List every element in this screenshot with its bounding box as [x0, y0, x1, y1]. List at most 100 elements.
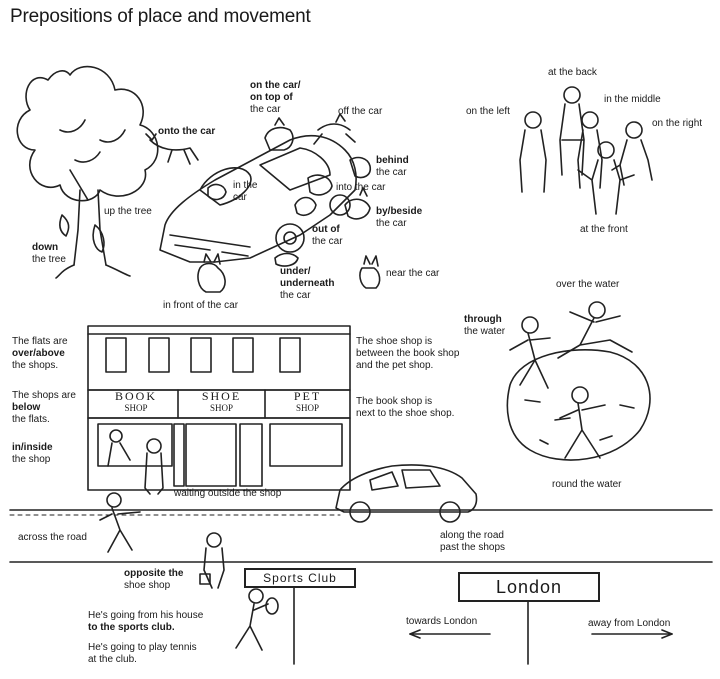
label-between: The shoe shop is between the book shop a… — [356, 336, 459, 372]
label-off-car: off the car — [338, 106, 382, 118]
pet-shop-sign-line2: SHOP — [295, 403, 319, 413]
label-waiting-text: waiting outside the shop — [174, 488, 282, 499]
label-down-line2: the tree — [32, 254, 66, 265]
cat-onto-car — [145, 133, 199, 165]
label-along-line2: past the shops — [440, 542, 506, 553]
label-shops-below: The shops are below the flats. — [12, 390, 76, 426]
label-in-middle-text: in the middle — [604, 94, 661, 105]
label-play-tennis: He's going to play tennis at the club. — [88, 642, 197, 666]
label-under-line3: the car — [280, 290, 311, 301]
shoe-shop-sign: SHOE SHOP — [178, 390, 265, 418]
book-shop-sign: BOOK SHOP — [94, 390, 178, 418]
label-off-car-text: off the car — [338, 106, 383, 117]
building-drawing — [87, 325, 351, 495]
cat-behind-car — [349, 156, 372, 179]
label-in-front-text: in front of the car — [163, 300, 239, 311]
label-under-car: under/ underneath the car — [280, 266, 334, 302]
label-flats-over: The flats are over/above the shops. — [12, 336, 68, 372]
label-behind-line1: behind — [376, 155, 409, 166]
label-on-right: on the right — [652, 118, 702, 130]
cat-by-car — [344, 187, 371, 220]
label-towards-london: towards London — [406, 616, 477, 628]
london-sign-text: London — [495, 577, 563, 597]
sports-club-sign-text: Sports Club — [263, 571, 337, 585]
pet-shop-sign: PET SHOP — [265, 390, 350, 418]
label-in-car: in the car — [233, 180, 257, 204]
label-by-car: by/beside the car — [376, 206, 422, 230]
cat-in-car — [207, 183, 227, 201]
label-along-line1: along the road — [440, 530, 504, 541]
label-in-middle: in the middle — [604, 94, 661, 106]
label-at-back-text: at the back — [548, 67, 597, 78]
label-out-line2: the car — [312, 236, 343, 247]
label-away-text: away from London — [588, 618, 671, 629]
label-inside-line2: the shop — [12, 454, 51, 465]
label-on-right-text: on the right — [652, 118, 703, 129]
label-onto-car-text: onto the car — [158, 126, 216, 137]
label-away-from-london: away from London — [588, 618, 670, 630]
cat-near-car — [359, 255, 381, 289]
label-through-water: through the water — [464, 314, 505, 338]
label-between-line2: between the book shop — [356, 348, 460, 359]
cat-into-car — [307, 174, 333, 196]
label-by-line1: by/beside — [376, 206, 423, 217]
label-onto-car: onto the car — [158, 126, 215, 138]
label-next-to: The book shop is next to the shoe shop. — [356, 396, 454, 420]
label-opposite: opposite the shoe shop — [124, 568, 183, 592]
label-in-car-line1: in the — [233, 180, 258, 191]
label-behind-line2: the car — [376, 167, 407, 178]
cat-off-car — [313, 113, 356, 145]
label-opposite-line1: opposite the — [124, 568, 184, 579]
label-in-front-car: in front of the car — [163, 300, 238, 312]
label-next-line1: The book shop is — [356, 396, 433, 407]
label-opposite-line2: shoe shop — [124, 580, 171, 591]
water-scene-drawing — [506, 301, 651, 461]
label-round-water: round the water — [552, 479, 622, 491]
label-down-line1: down — [32, 242, 59, 253]
label-going-from: He's going from his house to the sports … — [88, 610, 203, 634]
label-from-line2: to the sports club. — [88, 622, 175, 633]
label-by-line2: the car — [376, 218, 407, 229]
label-flats-line3: the shops. — [12, 360, 59, 371]
london-sign: London — [458, 572, 600, 602]
label-through-line1: through — [464, 314, 502, 325]
label-across-road: across the road — [18, 532, 87, 544]
page-title: Prepositions of place and movement — [10, 6, 311, 27]
label-waiting-outside: waiting outside the shop — [174, 488, 281, 500]
book-shop-sign-line1: BOOK — [114, 389, 157, 403]
cat-down-tree — [59, 214, 70, 237]
label-on-top-line1: on the car/ — [250, 80, 301, 91]
label-on-top: on the car/ on top of the car — [250, 80, 301, 116]
label-shops-line1: The shops are — [12, 390, 76, 401]
label-up-tree-text: up the tree — [104, 206, 152, 217]
label-shops-line3: the flats. — [12, 414, 50, 425]
pet-shop-sign-line1: PET — [293, 389, 322, 403]
label-inside-line1: in/inside — [12, 442, 53, 453]
label-into-car-text: into the car — [336, 182, 386, 193]
label-out-line1: out of — [312, 224, 340, 235]
label-shops-line2: below — [12, 402, 41, 413]
label-at-front: at the front — [580, 224, 628, 236]
label-flats-line2: over/above — [12, 348, 65, 359]
label-over-water-text: over the water — [556, 279, 620, 290]
label-along-road: along the road past the shops — [440, 530, 505, 554]
label-round-water-text: round the water — [552, 479, 622, 490]
label-towards-text: towards London — [406, 616, 478, 627]
label-into-car: into the car — [336, 182, 385, 194]
label-under-line2: underneath — [280, 278, 335, 289]
cat-on-top — [264, 117, 294, 151]
people-group-drawing — [519, 86, 653, 215]
label-at-front-text: at the front — [580, 224, 628, 235]
label-down-tree: down the tree — [32, 242, 66, 266]
shoe-shop-sign-line1: SHOE — [201, 389, 242, 403]
label-at-back: at the back — [548, 67, 597, 79]
book-shop-sign-line2: SHOP — [124, 403, 148, 413]
label-behind-car: behind the car — [376, 155, 409, 179]
label-between-line1: The shoe shop is — [356, 336, 433, 347]
cat-out-of-car — [294, 196, 317, 216]
label-near-car-text: near the car — [386, 268, 440, 279]
label-in-car-line2: car — [233, 192, 247, 203]
label-out-of-car: out of the car — [312, 224, 343, 248]
label-through-line2: the water — [464, 326, 506, 337]
